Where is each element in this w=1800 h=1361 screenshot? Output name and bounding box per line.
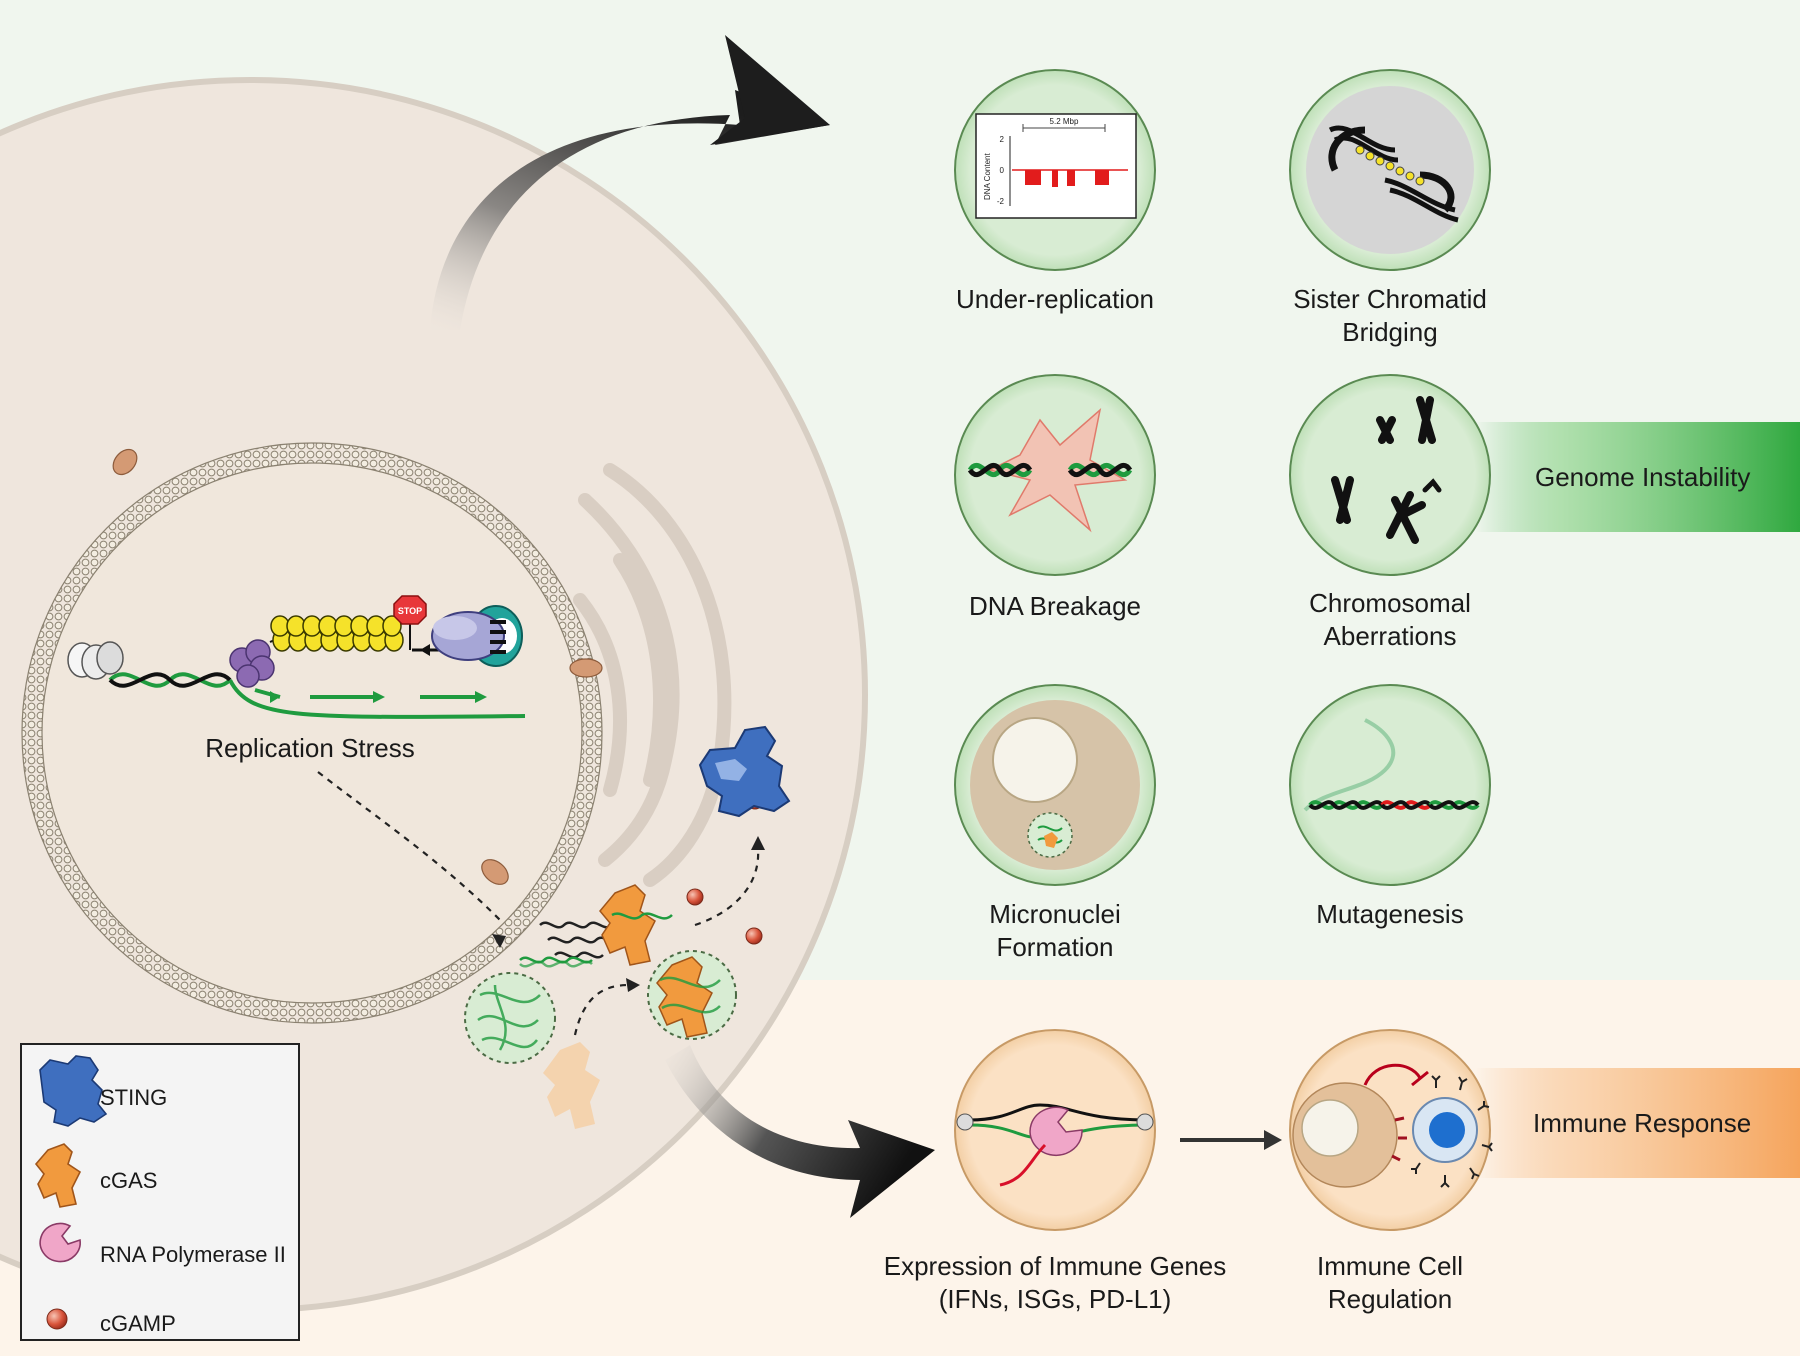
legend-label-rna-polymerase-ii: RNA Polymerase II [100, 1242, 286, 1267]
nuclear-envelope [22, 443, 602, 1023]
panel-mutagenesis [1289, 684, 1491, 886]
sister-chromatid-bridging-label: Sister Chromatid Bridging [1293, 284, 1487, 347]
endoplasmic-reticulum [573, 463, 732, 887]
micronuclei-formation-label: Micronuclei Formation [989, 899, 1121, 962]
legend-icons [34, 1055, 108, 1330]
expression-of-immune-genes-label: Expression of Immune Genes (IFNs, ISGs, … [883, 1251, 1227, 1314]
legend-label-sting: STING [100, 1085, 168, 1110]
panel-chromosomal-aberrations [1289, 374, 1491, 576]
inset-plot-frame [975, 113, 1137, 219]
panel-immune-cell-regulation [1289, 1029, 1493, 1231]
cytosolic-dna-fragments [519, 921, 621, 968]
sting-protein [698, 725, 791, 818]
rna-polymerase-ii-icon [39, 1222, 81, 1263]
inset-ytick: 2 [1000, 135, 1005, 144]
cgas-inactive [543, 1042, 600, 1129]
panel-micronuclei-formation [954, 684, 1156, 886]
mutagenesis-label: Mutagenesis [1316, 899, 1464, 929]
nuclear-pore [569, 658, 603, 678]
cgamp-dot [686, 888, 704, 906]
panel-under-replication: 5.2 Mbp DNA Content 2 0 -2 [954, 69, 1156, 271]
stop-sign-text: STOP [398, 606, 422, 616]
nuclear-pore [112, 448, 138, 476]
panel-expression-of-immune-genes [954, 1029, 1156, 1231]
under-replication-label: Under-replication [956, 284, 1154, 314]
inset-plot-ylabel: DNA Content [983, 153, 992, 200]
cytosolic-dna-circle [464, 972, 556, 1064]
legend-icon-layer [34, 1055, 108, 1330]
inset-plot-title: 5.2 Mbp [1050, 117, 1079, 126]
cgamp-dot [745, 927, 763, 945]
sting-icon [39, 1055, 108, 1127]
replication-stress-label: Replication Stress [205, 733, 415, 763]
genome-instability-label: Genome Instability [1535, 462, 1751, 492]
cgamp-icon [46, 1308, 68, 1330]
panel-sister-chromatid-bridging [1289, 69, 1491, 271]
chromosomal-aberrations-label: Chromosomal Aberrations [1309, 588, 1471, 651]
legend-label-cgamp: cGAMP [100, 1311, 176, 1336]
arrow-head-top [710, 35, 830, 145]
panel-dna-breakage [954, 374, 1156, 576]
immune-response-band [1475, 1068, 1800, 1178]
replication-fork: STOP [67, 595, 526, 719]
genome-instability-band [1475, 422, 1800, 532]
inset-ytick: -2 [997, 197, 1005, 206]
cgas-bound [599, 884, 656, 966]
legend: STING cGAS RNA Polymerase II cGAMP [20, 1043, 300, 1341]
immune-response-label: Immune Response [1533, 1108, 1752, 1138]
nucleus [42, 463, 582, 1003]
legend-label-cgas: cGAS [100, 1168, 158, 1193]
nuclear-pore [481, 859, 509, 885]
cgas-icon [34, 1143, 82, 1208]
dna-breakage-label: DNA Breakage [969, 591, 1141, 621]
immune-cell-regulation-label: Immune Cell Regulation [1317, 1251, 1463, 1314]
inset-ytick: 0 [1000, 166, 1005, 175]
arrow-to-immune-response [665, 1045, 935, 1218]
dashed-path-dna-release [317, 771, 501, 921]
